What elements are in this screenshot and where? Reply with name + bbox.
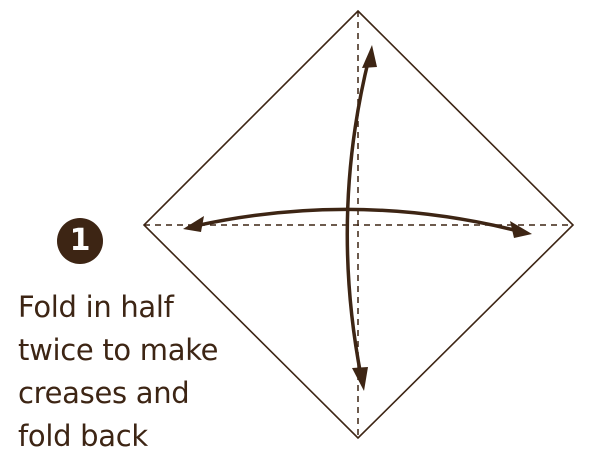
vertical-fold-arrowhead-bottom: [352, 367, 368, 391]
horizontal-fold-arrowhead-left: [183, 216, 204, 232]
horizontal-fold-arrowhead-right: [510, 221, 532, 238]
instruction-line: Fold in half: [18, 290, 174, 324]
instruction-line: creases and: [18, 376, 190, 410]
vertical-fold-arrowhead-top: [362, 45, 377, 68]
vertical-fold-arrow: [345, 57, 371, 377]
instruction-line: fold back: [18, 419, 148, 453]
horizontal-fold-arrow: [194, 207, 523, 234]
instruction-line: twice to make: [18, 333, 219, 367]
instruction-text: Fold in half twice to make creases and f…: [18, 286, 248, 458]
step-number: 1: [69, 223, 91, 258]
step-number-badge: 1: [57, 218, 103, 264]
